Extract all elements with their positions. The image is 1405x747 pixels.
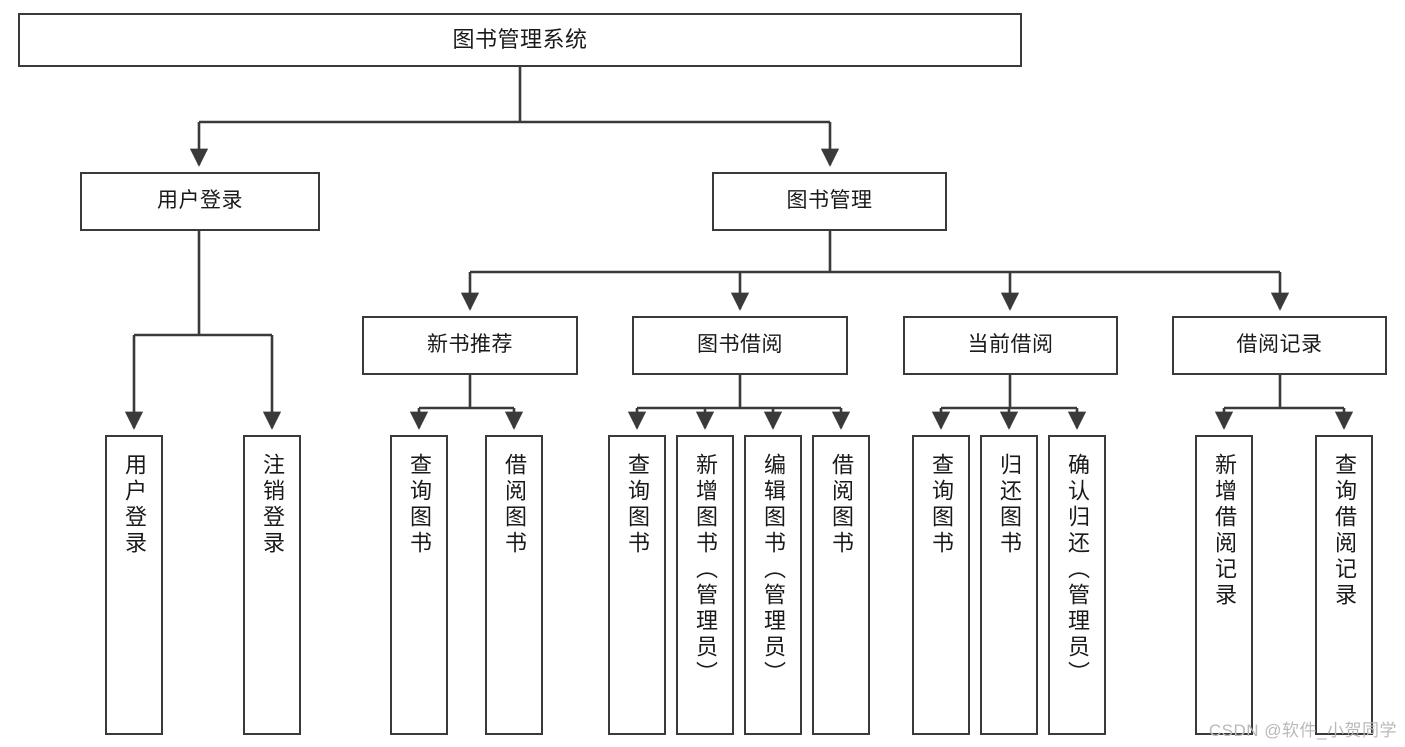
node-label: 归还图书 bbox=[997, 453, 1022, 557]
node-leaf-add-book[interactable]: 新增图书（管理员） bbox=[676, 435, 734, 735]
node-label: 查询图书 bbox=[929, 453, 954, 557]
node-label: 编辑图书（管理员） bbox=[761, 453, 786, 687]
node-label: 用户登录 bbox=[157, 189, 243, 213]
node-leaf-add-borrow-record[interactable]: 新增借阅记录 bbox=[1195, 435, 1253, 735]
node-label: 当前借阅 bbox=[967, 333, 1054, 357]
node-leaf-return-book[interactable]: 归还图书 bbox=[980, 435, 1038, 735]
node-leaf-borrow-book[interactable]: 借阅图书 bbox=[812, 435, 870, 735]
node-label: 图书借阅 bbox=[697, 333, 783, 357]
node-book-borrow[interactable]: 图书借阅 bbox=[632, 316, 848, 375]
node-leaf-edit-book[interactable]: 编辑图书（管理员） bbox=[744, 435, 802, 735]
node-borrow-record[interactable]: 借阅记录 bbox=[1172, 316, 1387, 375]
node-label: 借阅图书 bbox=[502, 453, 527, 557]
node-label: 用户登录 bbox=[122, 453, 147, 557]
csdn-watermark: CSDN @软件_小贺同学 bbox=[1208, 721, 1397, 740]
node-leaf-query-book-recommend[interactable]: 查询图书 bbox=[390, 435, 448, 735]
node-label: 查询图书 bbox=[625, 453, 650, 557]
node-label: 新增借阅记录 bbox=[1212, 453, 1237, 609]
node-root-book-management-system[interactable]: 图书管理系统 bbox=[18, 13, 1022, 67]
node-label: 图书管理 bbox=[786, 189, 873, 213]
node-leaf-logout-login[interactable]: 注销登录 bbox=[243, 435, 301, 735]
node-label: 借阅图书 bbox=[829, 453, 854, 557]
node-current-borrow[interactable]: 当前借阅 bbox=[903, 316, 1118, 375]
node-label: 新增图书（管理员） bbox=[693, 453, 718, 687]
node-leaf-user-login[interactable]: 用户登录 bbox=[105, 435, 163, 735]
node-label: 新书推荐 bbox=[427, 333, 513, 357]
node-label: 图书管理系统 bbox=[452, 27, 588, 53]
node-leaf-confirm-return[interactable]: 确认归还（管理员） bbox=[1048, 435, 1106, 735]
node-leaf-query-borrow-record[interactable]: 查询借阅记录 bbox=[1315, 435, 1373, 735]
node-leaf-borrow-book-recommend[interactable]: 借阅图书 bbox=[485, 435, 543, 735]
node-label: 确认归还（管理员） bbox=[1065, 453, 1090, 687]
node-book-management[interactable]: 图书管理 bbox=[712, 172, 947, 231]
node-label: 查询借阅记录 bbox=[1332, 453, 1357, 609]
node-label: 借阅记录 bbox=[1236, 333, 1323, 357]
node-label: 查询图书 bbox=[407, 453, 432, 557]
node-leaf-query-book-borrow[interactable]: 查询图书 bbox=[608, 435, 666, 735]
node-leaf-query-book-current[interactable]: 查询图书 bbox=[912, 435, 970, 735]
node-new-book-recommend[interactable]: 新书推荐 bbox=[362, 316, 578, 375]
node-label: 注销登录 bbox=[260, 453, 285, 557]
node-user-login[interactable]: 用户登录 bbox=[80, 172, 320, 231]
